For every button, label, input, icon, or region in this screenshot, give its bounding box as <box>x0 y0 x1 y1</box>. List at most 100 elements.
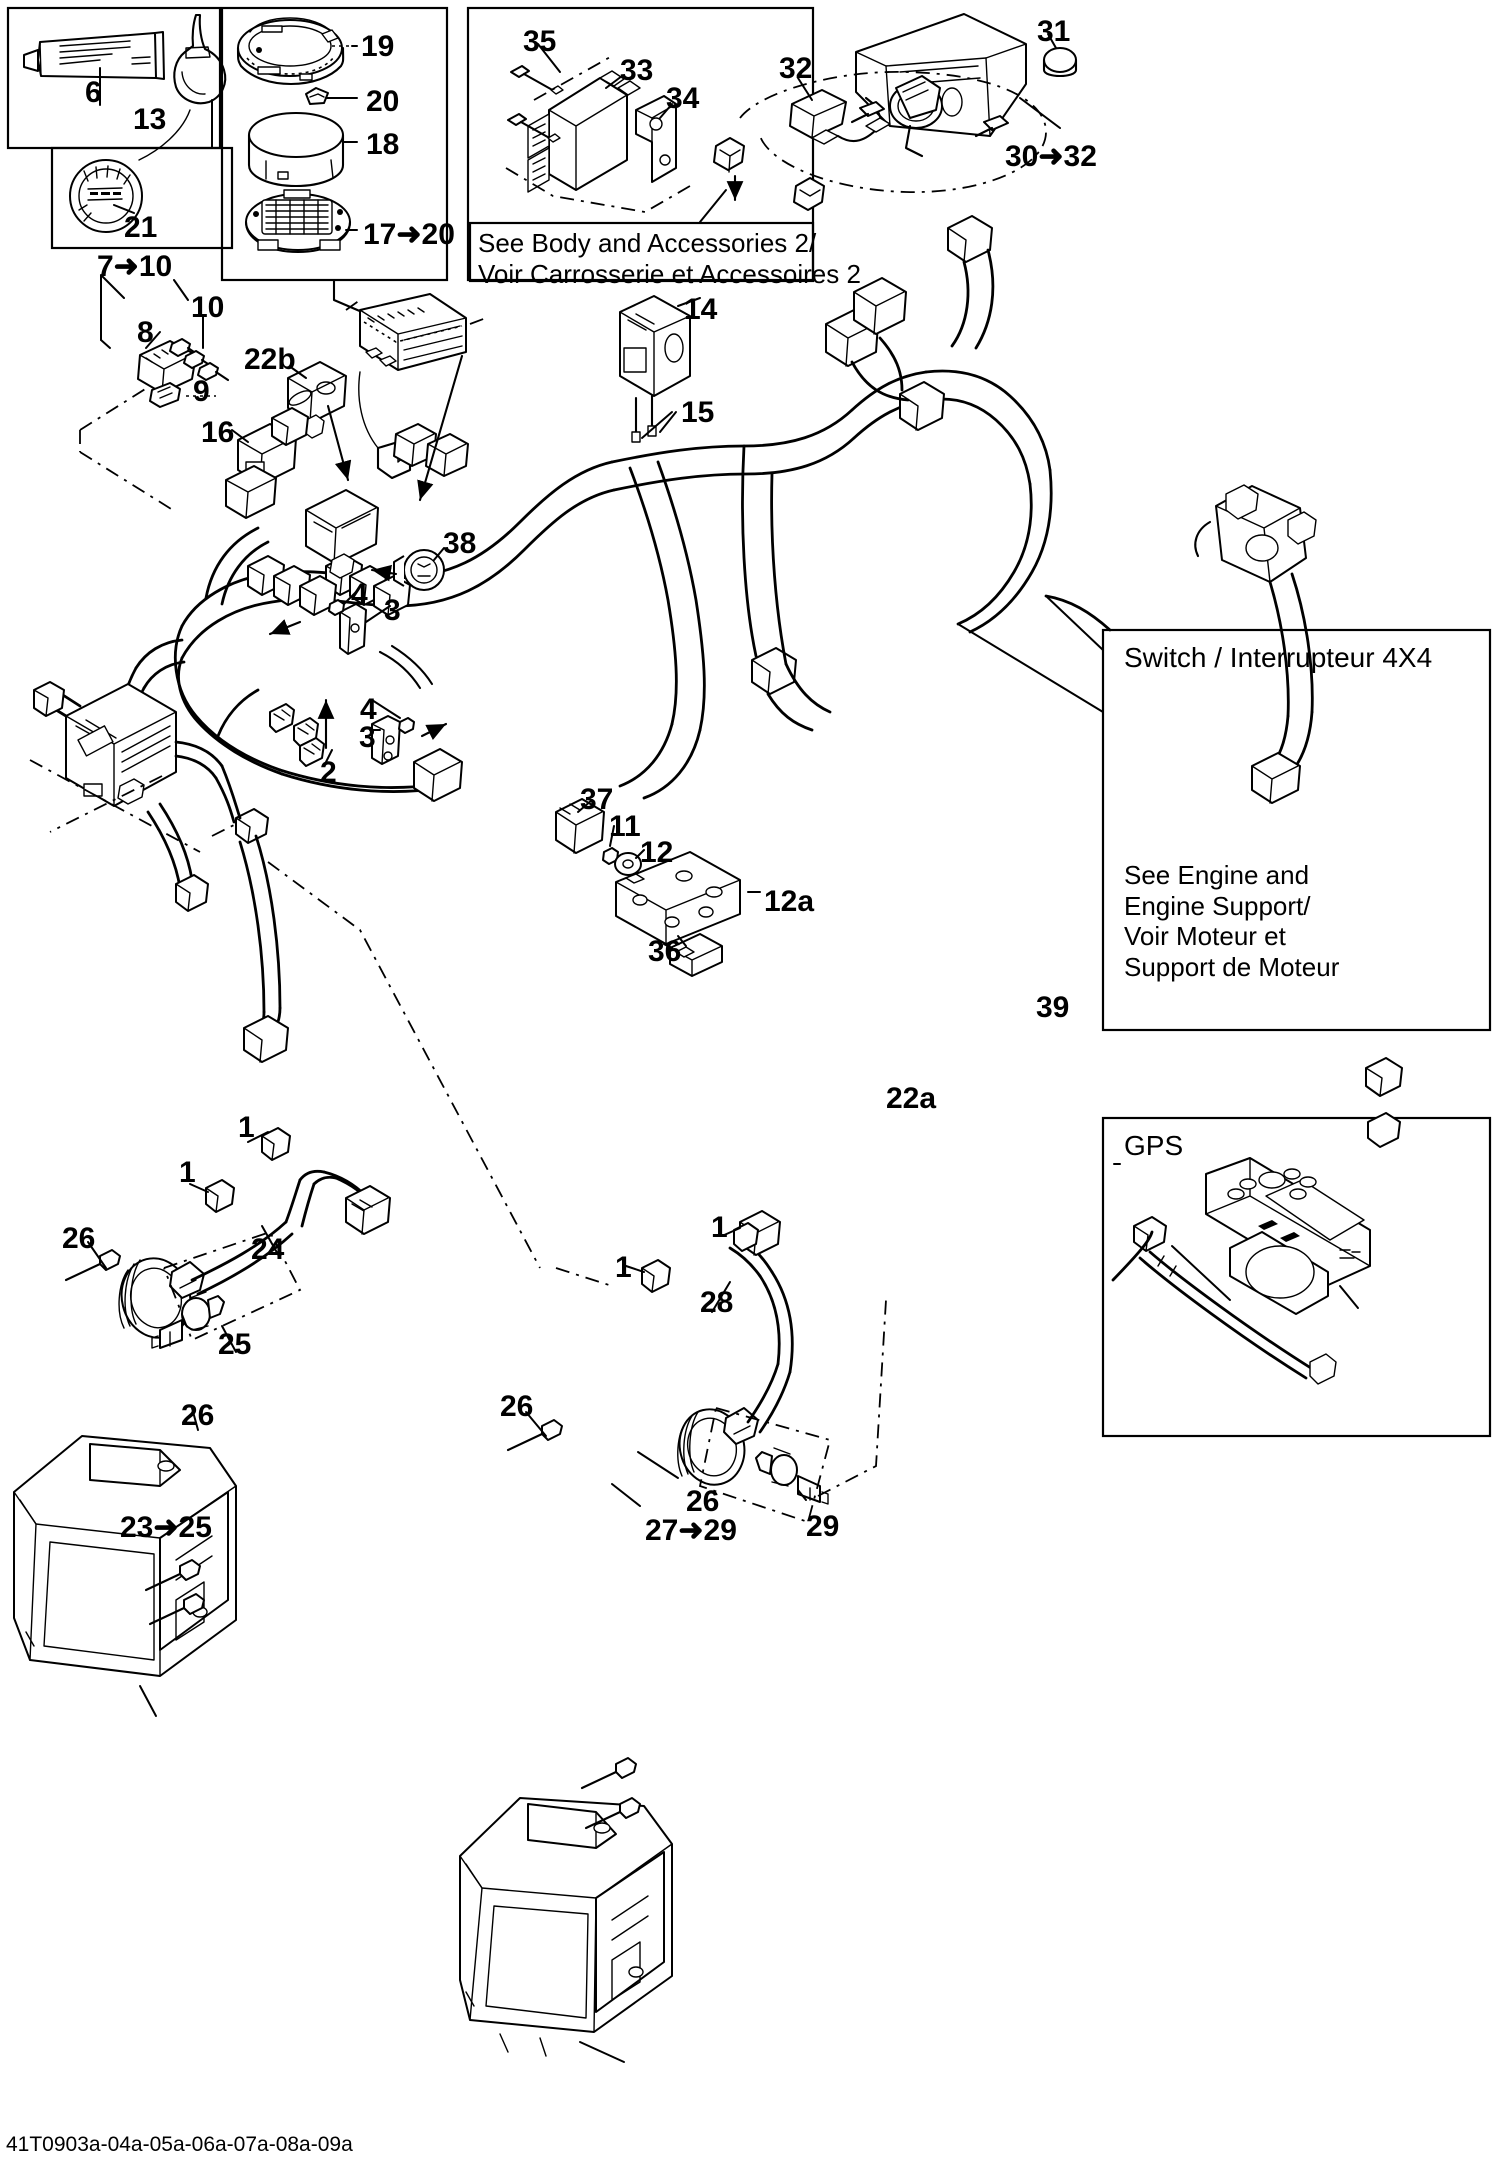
washer-12 <box>614 852 642 876</box>
bulb-31 <box>1042 47 1078 78</box>
callout-34: 34 <box>666 82 700 115</box>
clip-1-right-a <box>733 1222 759 1252</box>
nut-4-lower <box>398 717 415 734</box>
switch-4x4-note-text: See Engine and Engine Support/ Voir Mote… <box>1124 860 1340 983</box>
gauge-pod-18 <box>247 112 345 188</box>
gauge-bezel-19 <box>236 17 345 86</box>
callout-16: 16 <box>201 416 235 449</box>
headlight-right-bezel-ring <box>677 1407 759 1486</box>
callout-12: 12 <box>640 836 674 869</box>
small-terminal-a <box>713 137 745 173</box>
callout-27-29: 27➜29 <box>645 1514 737 1547</box>
screws-15 <box>631 394 657 443</box>
screws-26-right <box>506 1419 641 1830</box>
callout-4-top: 4 <box>351 578 368 611</box>
gps-unit-39 <box>1205 1157 1371 1315</box>
callout-7-10: 7➜10 <box>97 250 173 283</box>
callout-15: 15 <box>681 396 715 429</box>
switch-box-connector <box>1365 1057 1403 1097</box>
callout-10: 10 <box>191 291 225 324</box>
small-terminal-b <box>793 177 825 211</box>
fuse-block <box>359 293 467 371</box>
harness-clips-2 <box>269 703 325 767</box>
gauge-clip-20 <box>305 87 329 105</box>
callout-22b: 22b <box>244 343 296 376</box>
gps-note-title: GPS <box>1124 1130 1184 1161</box>
callout-4-mid: 4 <box>360 693 377 726</box>
callout-26-d: 26 <box>686 1485 720 1518</box>
relay-box <box>305 489 379 579</box>
callout-13: 13 <box>133 103 167 136</box>
callout-33: 33 <box>620 54 654 87</box>
bolts-35 <box>507 65 564 143</box>
terminals-10 <box>169 338 230 382</box>
callout-2: 2 <box>320 756 337 789</box>
callout-11: 11 <box>609 810 641 843</box>
terminal-lower-left <box>175 874 209 912</box>
callout-3-mid: 3 <box>359 721 376 754</box>
right-connector-cluster <box>825 277 945 431</box>
inline-connector <box>235 808 269 844</box>
body-accessories-note-text: See Body and Accessories 2/ Voir Carross… <box>478 228 861 289</box>
callout-26-b: 26 <box>181 1399 215 1432</box>
callout-31: 31 <box>1037 15 1071 48</box>
mounting-bracket-34 <box>635 95 677 183</box>
callout-29: 29 <box>806 1510 840 1543</box>
headlight-left-housing <box>13 1435 237 1677</box>
callout-25: 25 <box>218 1328 252 1361</box>
callout-8: 8 <box>137 316 154 349</box>
cable-tie-art <box>173 13 227 105</box>
harness-connector-24-end <box>345 1185 391 1235</box>
brp-cap-art <box>69 159 143 233</box>
callout-36: 36 <box>648 935 682 968</box>
callout-28: 28 <box>700 1286 734 1319</box>
clip-1-right-b <box>641 1259 671 1293</box>
bulb-29 <box>755 1447 829 1505</box>
handlebar-switch-14 <box>619 295 691 397</box>
connector-37 <box>555 798 605 854</box>
bracket-3-lower <box>371 715 401 765</box>
callout-30-32: 30➜32 <box>1005 140 1097 173</box>
mount-plate-12a <box>615 851 741 945</box>
callout-35: 35 <box>523 25 557 58</box>
callout-17-20: 17➜20 <box>363 218 455 251</box>
gauge-assembly-17 <box>244 189 352 254</box>
retainer-36 <box>669 933 723 977</box>
switch-4x4-note-title: Switch / Interrupteur 4X4 <box>1124 642 1433 673</box>
callout-21: 21 <box>124 211 158 244</box>
nut-4-upper <box>328 599 345 616</box>
callout-3-top: 3 <box>384 594 401 627</box>
callout-26-a: 26 <box>62 1222 96 1255</box>
callout-38: 38 <box>443 527 477 560</box>
ecm-module-33 <box>527 70 641 193</box>
connector-22b <box>287 361 347 439</box>
clip-1-left-b <box>205 1179 235 1213</box>
end-connector-left <box>243 1015 289 1063</box>
callout-6: 6 <box>85 76 102 109</box>
callout-19: 19 <box>361 30 395 63</box>
headlight-left-bezel-ring <box>118 1257 205 1339</box>
callout-18: 18 <box>366 128 400 161</box>
callout-1-c: 1 <box>711 1211 728 1244</box>
harness-connector-pair <box>393 423 469 477</box>
callout-1-b: 1 <box>179 1156 196 1189</box>
callout-9: 9 <box>193 375 210 408</box>
switch-4x4-art <box>1194 484 1317 804</box>
headlight-right-housing <box>459 1797 673 2057</box>
fuse-9 <box>149 382 181 408</box>
fuse-panel-module <box>65 683 177 807</box>
footer-part-code: 41T0903a-04a-05a-06a-07a-08a-09a <box>6 2133 353 2156</box>
clip-1-left-a <box>261 1127 291 1161</box>
callout-14: 14 <box>684 293 718 326</box>
callout-1-a: 1 <box>238 1111 255 1144</box>
callout-22a: 22a <box>886 1082 937 1115</box>
callout-23-25: 23➜25 <box>120 1511 212 1544</box>
taillight-assembly-30 <box>850 13 1027 158</box>
callout-24: 24 <box>251 1233 285 1266</box>
callout-20: 20 <box>366 85 400 118</box>
bracket-3-upper <box>339 603 367 655</box>
bulb-25 <box>151 1291 225 1349</box>
connector-32 <box>789 89 891 145</box>
